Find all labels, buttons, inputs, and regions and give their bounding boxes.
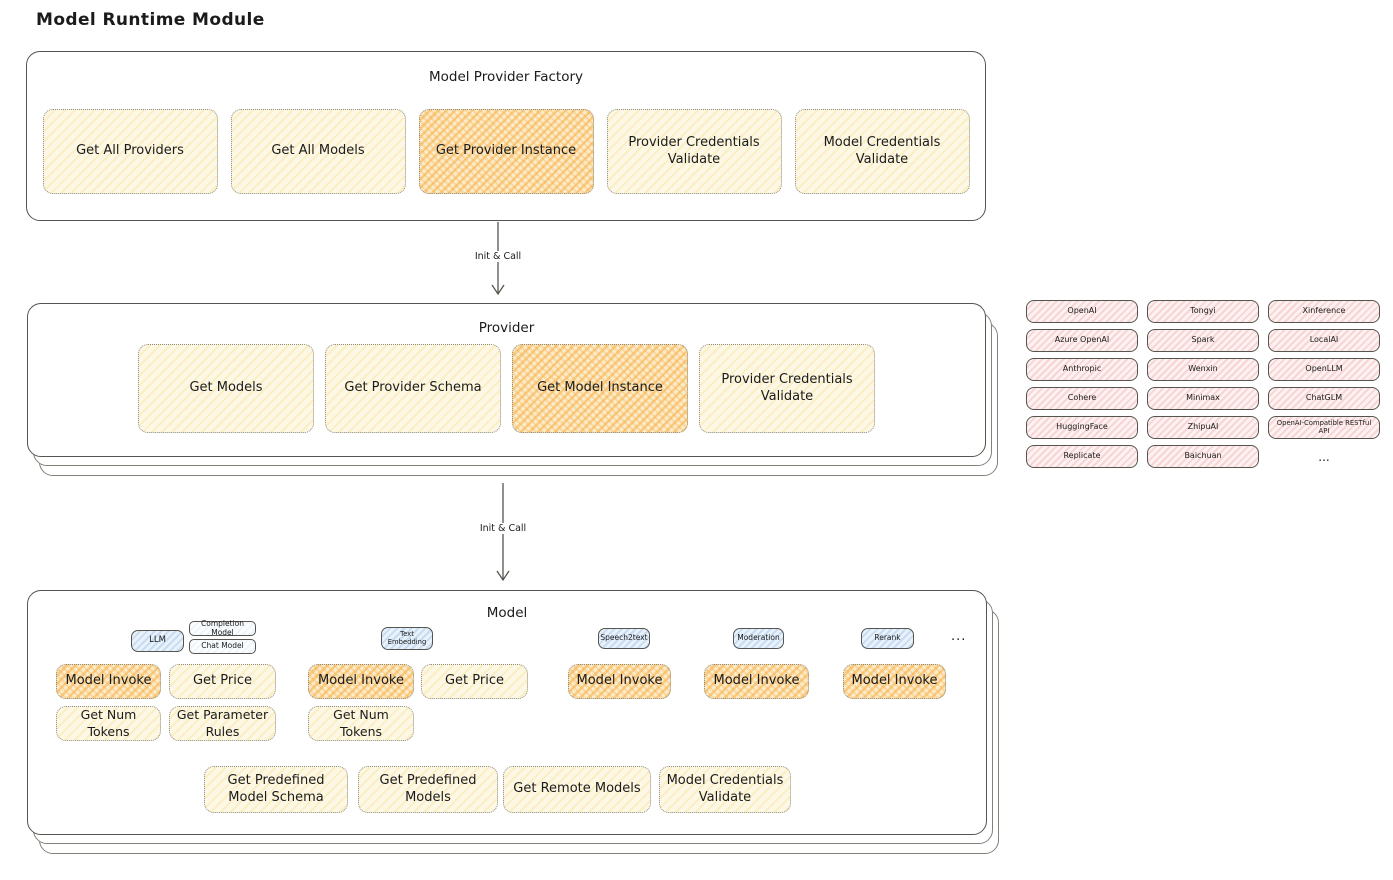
node-provider-credentials-validate-2: Provider Credentials Validate: [699, 344, 875, 433]
provider-item-openai-compatible: OpenAI-Compatible RESTful API: [1268, 416, 1380, 439]
node-model-credentials-validate: Model Credentials Validate: [794, 109, 970, 194]
tab-moderation: Moderation: [733, 628, 784, 649]
provider-item-localai: LocalAI: [1268, 329, 1380, 352]
node-get-predefined-models: Get Predefined Models: [358, 766, 498, 813]
node-moderation-model-invoke: Model Invoke: [704, 664, 809, 699]
node-get-remote-models: Get Remote Models: [503, 766, 651, 813]
provider-item-ellipsis: ...: [1318, 449, 1330, 464]
node-speech2text-model-invoke: Model Invoke: [568, 664, 671, 699]
tabs-ellipsis: ...: [951, 629, 967, 644]
provider-item-azure-openai: Azure OpenAI: [1026, 329, 1138, 352]
node-get-all-models: Get All Models: [230, 109, 406, 194]
provider-item-zhipuai: ZhipuAI: [1147, 416, 1259, 439]
node-llm-model-invoke: Model Invoke: [56, 664, 161, 699]
arrow-label-init-call-2: Init & Call: [475, 523, 531, 534]
page-title: Model Runtime Module: [36, 10, 265, 30]
provider-item-baichuan: Baichuan: [1147, 445, 1259, 468]
provider-title: Provider: [478, 320, 535, 336]
node-get-models: Get Models: [138, 344, 314, 433]
provider-item-openai: OpenAI: [1026, 300, 1138, 323]
node-provider-credentials-validate: Provider Credentials Validate: [606, 109, 782, 194]
tab-text-embedding: Text Embedding: [381, 627, 433, 650]
provider-item-cohere: Cohere: [1026, 387, 1138, 410]
node-embedding-model-invoke: Model Invoke: [308, 664, 414, 699]
providers-grid: OpenAI Tongyi Xinference Azure OpenAI Sp…: [1026, 300, 1380, 468]
node-llm-get-price: Get Price: [169, 664, 276, 699]
node-get-provider-schema: Get Provider Schema: [325, 344, 501, 433]
factory-container: Model Provider Factory Get All Providers…: [26, 51, 986, 221]
node-llm-get-num-tokens: Get Num Tokens: [56, 706, 161, 741]
tab-llm: LLM: [131, 630, 184, 652]
node-embedding-get-price: Get Price: [421, 664, 528, 699]
node-get-all-providers: Get All Providers: [42, 109, 218, 194]
tab-rerank: Rerank: [861, 628, 914, 649]
tab-completion-model: Completion Model: [189, 620, 256, 636]
node-get-provider-instance: Get Provider Instance: [418, 109, 594, 194]
provider-item-huggingface: HuggingFace: [1026, 416, 1138, 439]
provider-item-minimax: Minimax: [1147, 387, 1259, 410]
provider-item-spark: Spark: [1147, 329, 1259, 352]
model-title: Model: [486, 605, 528, 621]
provider-item-wenxin: Wenxin: [1147, 358, 1259, 381]
node-get-predefined-model-schema: Get Predefined Model Schema: [204, 766, 348, 813]
node-llm-get-parameter-rules: Get Parameter Rules: [169, 706, 276, 741]
provider-item-xinference: Xinference: [1268, 300, 1380, 323]
node-get-model-instance: Get Model Instance: [512, 344, 688, 433]
provider-container: Provider Get Models Get Provider Schema …: [27, 303, 986, 457]
factory-box-row: Get All Providers Get All Models Get Pro…: [27, 109, 985, 194]
provider-item-tongyi: Tongyi: [1147, 300, 1259, 323]
provider-item-anthropic: Anthropic: [1026, 358, 1138, 381]
tab-chat-model: Chat Model: [189, 639, 256, 654]
provider-item-chatglm: ChatGLM: [1268, 387, 1380, 410]
provider-item-openllm: OpenLLM: [1268, 358, 1380, 381]
node-rerank-model-invoke: Model Invoke: [843, 664, 946, 699]
node-model-credentials-validate-2: Model Credentials Validate: [659, 766, 791, 813]
provider-item-replicate: Replicate: [1026, 445, 1138, 468]
arrow-label-init-call: Init & Call: [470, 251, 526, 262]
provider-box-row: Get Models Get Provider Schema Get Model…: [28, 344, 985, 433]
model-container: Model LLM Completion Model Chat Model Te…: [27, 590, 987, 835]
factory-title: Model Provider Factory: [428, 69, 583, 85]
node-embedding-get-num-tokens: Get Num Tokens: [308, 706, 414, 741]
tab-speech2text: Speech2text: [598, 628, 650, 649]
